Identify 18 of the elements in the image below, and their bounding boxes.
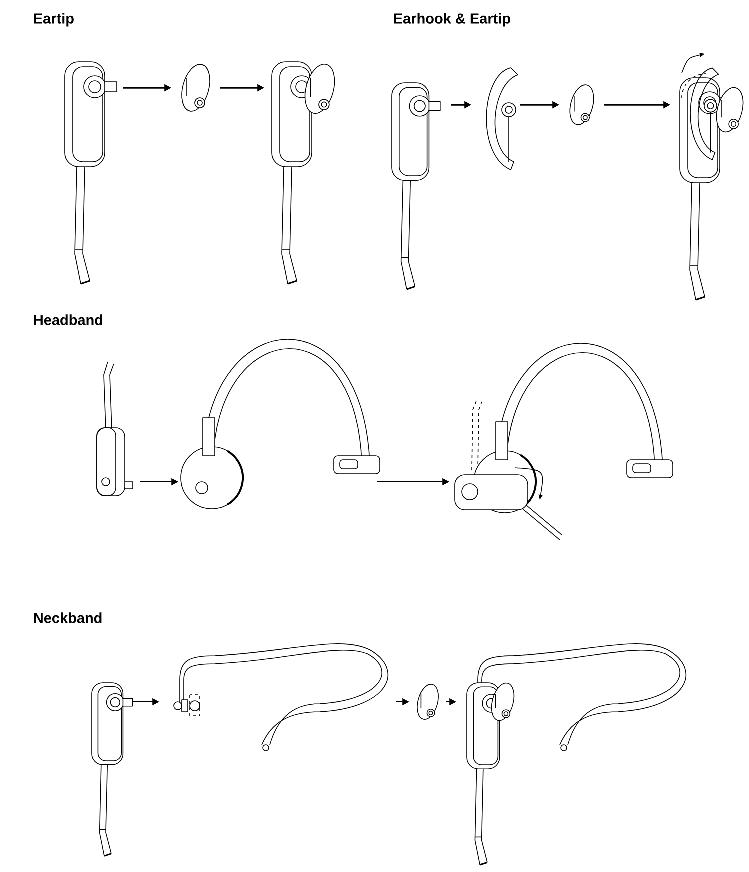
neckband-drawing bbox=[174, 644, 389, 752]
earhook-drawing bbox=[486, 68, 518, 170]
headset-drawing bbox=[96, 362, 134, 496]
eartip-drawing bbox=[570, 84, 594, 126]
section-heading: Neckband bbox=[34, 612, 102, 624]
headset-drawing bbox=[392, 82, 441, 290]
section-heading: Headband bbox=[34, 314, 103, 326]
assembled-headset-drawing bbox=[454, 343, 674, 540]
assembled-headset-drawing bbox=[272, 62, 336, 285]
assembled-headset-drawing bbox=[466, 644, 687, 866]
headband-drawing bbox=[180, 339, 380, 510]
eartip-drawing bbox=[182, 64, 210, 112]
eartip-drawing bbox=[417, 684, 439, 720]
headset-drawing bbox=[64, 62, 118, 285]
section-heading: Eartip bbox=[34, 13, 74, 27]
headset-drawing bbox=[92, 682, 133, 857]
assembled-headset-drawing bbox=[680, 53, 744, 301]
section-heading: Earhook & Eartip bbox=[394, 13, 510, 27]
